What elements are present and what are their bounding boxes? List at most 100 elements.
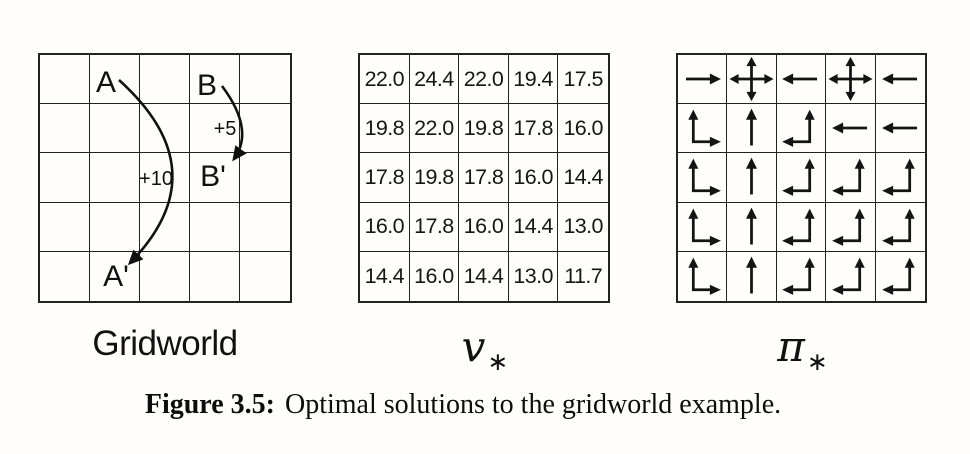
gridworld-cell xyxy=(190,153,240,203)
value-cell: 19.4 xyxy=(508,55,559,105)
pi-symbol: π xyxy=(777,322,805,371)
arrow-up-left-icon xyxy=(831,208,865,246)
arrow-up-left-icon xyxy=(782,109,816,148)
state-a-label: A xyxy=(95,66,117,99)
policy-cell xyxy=(875,203,925,252)
value-cell: 24.4 xyxy=(409,55,460,105)
value-cell: 14.4 xyxy=(558,153,608,203)
value-cell: 22.0 xyxy=(360,55,410,105)
arrow-left-icon xyxy=(881,73,917,85)
policy-cell xyxy=(678,202,728,252)
state-b-prime-label: B' xyxy=(200,160,226,193)
value-cell: 19.8 xyxy=(360,104,410,154)
gridworld-cell xyxy=(40,104,90,154)
policy-cell xyxy=(678,104,728,154)
policy-cell xyxy=(826,202,876,252)
arrow-up-right-icon xyxy=(687,208,721,246)
gridworld-cell xyxy=(240,252,290,301)
arrow-up-left-icon xyxy=(881,159,915,197)
policy-cell xyxy=(678,251,728,301)
state-a-prime-label: A' xyxy=(103,260,129,293)
policy-cell xyxy=(727,251,777,301)
value-cell: 17.8 xyxy=(360,153,410,203)
value-cell: 17.8 xyxy=(508,104,559,154)
v-symbol: v xyxy=(461,322,486,371)
figure-number: Figure 3.5: xyxy=(144,389,275,420)
gridworld-cell xyxy=(190,202,240,252)
arrow-left-icon xyxy=(782,73,818,85)
value-cell: 11.7 xyxy=(564,263,603,288)
arrow-up-left-icon xyxy=(782,159,816,197)
gridworld-cell xyxy=(240,55,290,105)
figure-caption: Figure 3.5: Optimal solutions to the grid… xyxy=(0,389,970,421)
value-cell: 14.4 xyxy=(360,251,410,301)
value-cell: 13.0 xyxy=(558,203,608,252)
policy-label: π∗ xyxy=(676,326,927,375)
reward-plus5-label: +5 xyxy=(213,118,237,140)
gridworld-cell xyxy=(140,104,190,154)
gridworld-cell xyxy=(90,153,140,203)
value-function-label: v∗ xyxy=(358,326,610,375)
gridworld-cell xyxy=(240,153,290,203)
policy-cell xyxy=(826,153,876,203)
arrow-up-icon xyxy=(746,207,758,245)
arrow-up-left-icon xyxy=(831,257,865,296)
arrow-up-right-icon xyxy=(687,159,721,197)
value-cell: 19.8 xyxy=(459,104,509,154)
gridworld-cell xyxy=(90,251,140,301)
gridworld-cell xyxy=(240,104,290,154)
arrow-up-left-icon xyxy=(881,257,915,296)
value-cell: 19.8 xyxy=(409,153,460,203)
arrow-up-icon xyxy=(746,257,758,294)
gridworld-cell xyxy=(240,203,290,252)
gridworld-cell xyxy=(40,251,90,301)
arrow-up-right-icon xyxy=(687,257,721,296)
value-cell: 22.0 xyxy=(409,104,460,154)
reward-plus10-label: +10 xyxy=(139,168,173,190)
policy-cell xyxy=(727,55,777,105)
arrow-all-icon xyxy=(828,57,873,102)
policy-cell xyxy=(826,251,876,301)
policy-cell xyxy=(727,202,777,252)
gridworld-panel: A B +5 B' +10 A' xyxy=(38,53,292,303)
value-cell: 16.0 xyxy=(508,153,559,203)
policy-cell xyxy=(876,252,925,301)
policy-cell xyxy=(875,104,925,154)
arrow-left-icon xyxy=(831,122,867,134)
policy-cell xyxy=(826,55,876,105)
policy-cell xyxy=(678,55,728,105)
arrow-all-icon xyxy=(729,57,774,102)
arrow-up-right-icon xyxy=(687,109,721,148)
policy-cell xyxy=(777,251,827,301)
gridworld-cell xyxy=(40,153,90,203)
policy-cell xyxy=(776,104,827,154)
gridworld-cell xyxy=(140,202,190,252)
policy-cell xyxy=(826,104,876,154)
gridworld-cell xyxy=(140,55,190,105)
value-cell: 14.4 xyxy=(459,251,509,301)
value-cell: 16.0 xyxy=(360,202,410,252)
arrow-up-left-icon xyxy=(881,208,915,246)
value-cell: 13.0 xyxy=(509,251,559,301)
value-cell: 16.0 xyxy=(459,202,509,252)
policy-cell xyxy=(776,153,827,203)
gridworld-label: Gridworld xyxy=(92,324,238,363)
policy-grid xyxy=(676,53,927,303)
arrow-up-left-icon xyxy=(782,208,816,246)
policy-cell xyxy=(678,153,728,203)
value-cell: 14.4 xyxy=(508,202,559,252)
gridworld-cell xyxy=(40,55,90,105)
policy-cell xyxy=(727,104,777,154)
policy-cell xyxy=(875,55,925,105)
gridworld-cell xyxy=(190,55,240,105)
value-cell: 17.5 xyxy=(558,55,608,105)
value-cell: 16.0 xyxy=(558,104,608,154)
value-cell: 16.0 xyxy=(410,251,460,301)
arrow-up-left-icon xyxy=(831,159,865,197)
value-cell: 22.0 xyxy=(459,55,509,105)
arrow-up-icon xyxy=(746,158,758,195)
gridworld-cell xyxy=(90,202,140,252)
caption-text: Optimal solutions to the gridworld examp… xyxy=(284,389,782,420)
